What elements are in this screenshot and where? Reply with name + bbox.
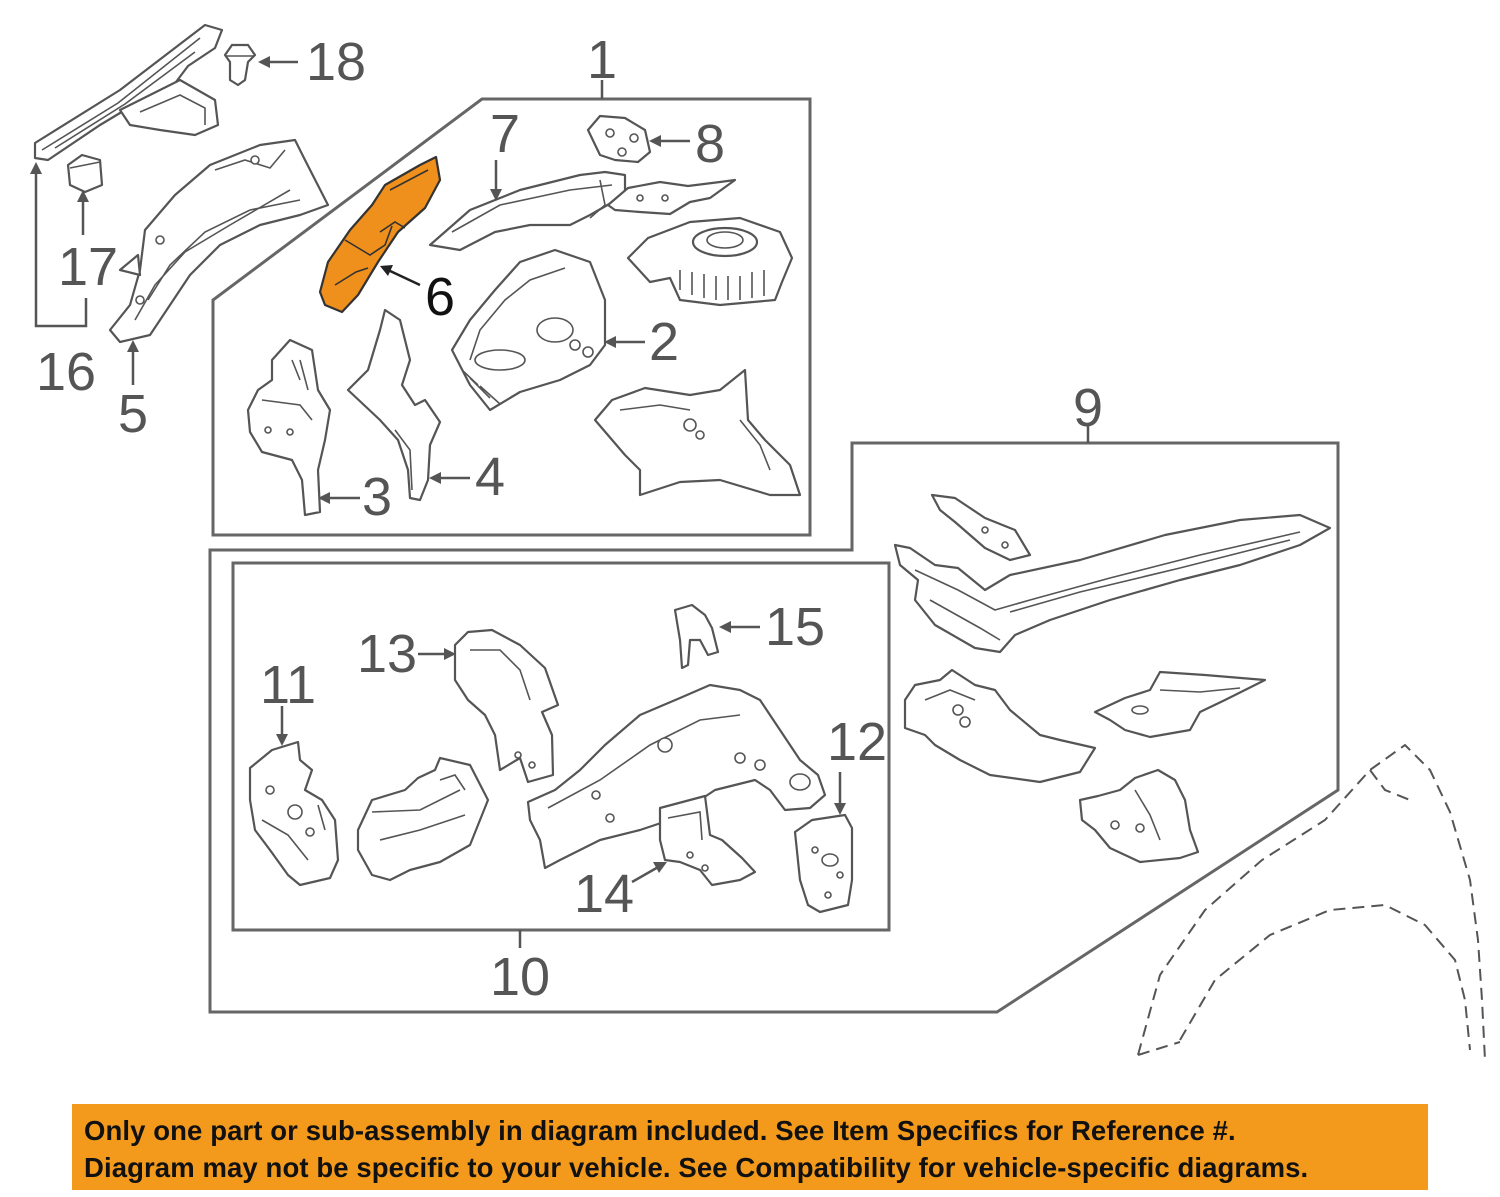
callout-10: 10 — [490, 947, 550, 1007]
part-4-panel — [346, 308, 442, 502]
leader-6 — [387, 268, 421, 287]
part-rail-extension — [903, 668, 1097, 784]
callout-7: 7 — [490, 104, 520, 164]
callout-6: 6 — [425, 267, 455, 327]
part-box-member — [356, 756, 490, 882]
callout-5: 5 — [118, 384, 148, 444]
part-5-wheelhouse-apron — [108, 138, 330, 344]
callout-18: 18 — [306, 32, 366, 92]
callout-12: 12 — [827, 712, 887, 772]
leader-14 — [631, 864, 661, 884]
group-box-1 — [211, 97, 812, 537]
fender-outline-dashed — [1137, 743, 1486, 1061]
part-13-bracket — [453, 628, 560, 784]
disclaimer-banner: Only one part or sub-assembly in diagram… — [72, 1104, 1428, 1190]
leader-16 — [34, 172, 88, 328]
group-box-10 — [231, 561, 891, 932]
callout-11: 11 — [260, 655, 316, 715]
part-strut-tower — [626, 216, 794, 307]
part-8-bracket — [586, 114, 652, 164]
part-3-bracket — [246, 338, 332, 517]
part-6-highlighted — [318, 155, 442, 314]
callout-14: 14 — [574, 864, 634, 924]
callout-17: 17 — [58, 237, 118, 297]
part-15-bracket — [673, 603, 720, 670]
callout-4: 4 — [475, 447, 505, 507]
callout-16: 16 — [36, 342, 96, 402]
callout-2: 2 — [649, 312, 679, 372]
callout-3: 3 — [362, 467, 392, 527]
callout-9: 9 — [1073, 378, 1103, 438]
part-lower-wheelhouse — [593, 368, 802, 497]
disclaimer-line-2: Diagram may not be specific to your vehi… — [84, 1152, 1309, 1183]
part-rear-bracket — [1078, 768, 1200, 864]
part-floor-plate — [1093, 670, 1267, 739]
callout-13: 13 — [357, 624, 417, 684]
part-front-apron — [526, 683, 827, 870]
apron-upper-rail — [33, 23, 224, 162]
group-box-9 — [208, 441, 1340, 1014]
part-7-rail — [428, 170, 627, 252]
callout-15: 15 — [765, 597, 825, 657]
callout-1: 1 — [587, 30, 617, 90]
part-11-bracket — [248, 740, 340, 887]
part-frame-rail — [893, 513, 1332, 654]
disclaimer-line-1: Only one part or sub-assembly in diagram… — [84, 1115, 1236, 1146]
callout-8: 8 — [695, 114, 725, 174]
part-rail-bracket — [930, 493, 1032, 562]
part-12-plate — [793, 813, 854, 914]
part-small-plate — [606, 178, 737, 216]
part-14-bracket — [658, 794, 757, 887]
part-18-clip — [223, 43, 257, 87]
part-17-bracket — [66, 153, 104, 194]
part-2-wheelhouse — [450, 248, 607, 412]
